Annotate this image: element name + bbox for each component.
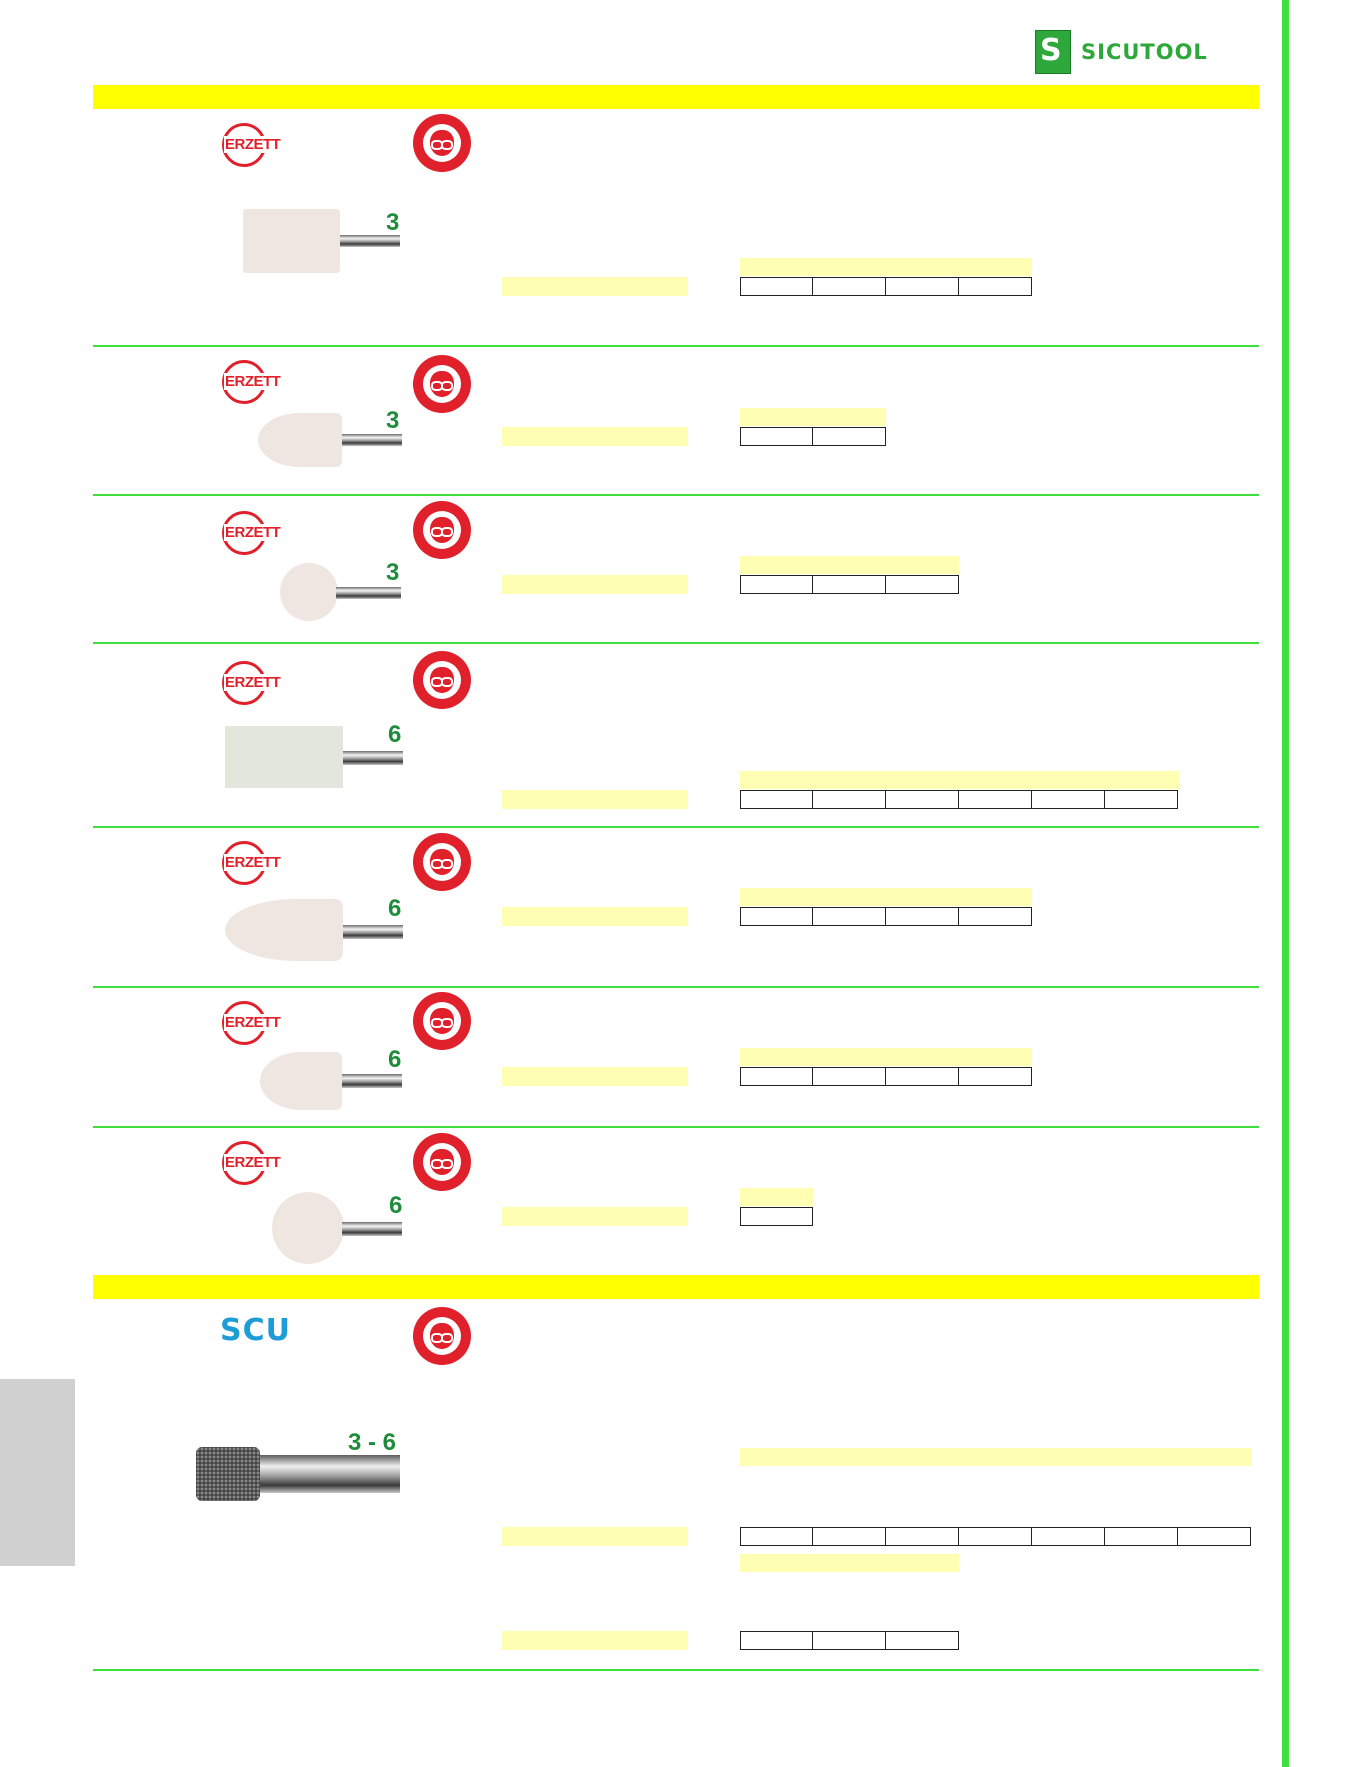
table-row [740, 1527, 1251, 1546]
label-field [502, 790, 688, 809]
row-separator [93, 494, 1259, 496]
label-field [502, 575, 688, 594]
safety-goggles-icon [413, 355, 471, 413]
erzett-logo: ERZETT [220, 1140, 300, 1188]
shank-size: 3 - 6 [348, 1429, 397, 1456]
shank-size: 6 [388, 721, 402, 748]
safety-goggles-icon [413, 833, 471, 891]
table-row [740, 1631, 959, 1650]
table-header [740, 408, 886, 426]
erzett-logo: ERZETT [220, 359, 300, 407]
shank-size: 6 [388, 895, 402, 922]
table-row [740, 907, 1032, 926]
section-header-band [93, 1275, 1259, 1299]
table-row [740, 790, 1178, 809]
erzett-logo: ERZETT [220, 840, 300, 888]
label-field [502, 1067, 688, 1086]
row-separator [93, 986, 1259, 988]
safety-goggles-icon [413, 651, 471, 709]
table-row [740, 427, 886, 446]
safety-goggles-icon [413, 114, 471, 172]
table-header [740, 1554, 959, 1572]
safety-goggles-icon [413, 1307, 471, 1365]
table-header [740, 1048, 1032, 1066]
product-image: 3 - 6 [196, 1429, 406, 1519]
row-separator [93, 1669, 1259, 1671]
safety-goggles-icon [413, 501, 471, 559]
label-field [502, 1527, 688, 1546]
scu-logo: SCU [220, 1313, 291, 1348]
erzett-logo: ERZETT [220, 510, 300, 558]
brand-name: SICUTOOL [1081, 40, 1208, 64]
shank-size: 6 [388, 1046, 402, 1073]
table-row [740, 1207, 813, 1226]
product-image: 3 [280, 559, 403, 625]
table-header [740, 771, 1179, 789]
shank-size: 6 [389, 1192, 403, 1219]
right-green-rail [1282, 0, 1289, 1767]
table-header [740, 258, 1032, 276]
shank-size: 3 [386, 209, 400, 236]
section-header-band [93, 85, 1259, 109]
label-field [502, 427, 688, 446]
product-image: 6 [225, 721, 405, 791]
shank-size: 3 [386, 407, 400, 434]
safety-goggles-icon [413, 1133, 471, 1191]
table-header [740, 1188, 813, 1206]
erzett-logo: ERZETT [220, 1000, 300, 1048]
safety-goggles-icon [413, 992, 471, 1050]
product-image: 6 [225, 895, 405, 965]
label-field [502, 277, 688, 296]
label-field [502, 907, 688, 926]
table-row [740, 1067, 1032, 1086]
table-row [740, 575, 959, 594]
table-row [740, 277, 1032, 296]
row-separator [93, 345, 1259, 347]
row-separator [93, 1126, 1259, 1128]
side-tab [0, 1379, 75, 1566]
table-header [740, 556, 959, 574]
table-header [740, 1448, 1251, 1466]
erzett-logo: ERZETT [220, 122, 300, 170]
row-separator [93, 826, 1259, 828]
product-image: 6 [260, 1046, 405, 1116]
row-separator [93, 642, 1259, 644]
label-field [502, 1631, 688, 1650]
shank-size: 3 [386, 559, 400, 586]
label-field [502, 1207, 688, 1226]
product-image: 3 [258, 407, 403, 469]
product-image: 6 [272, 1190, 405, 1266]
sicutool-logo: S SICUTOOL [1035, 30, 1225, 74]
table-header [740, 888, 1032, 906]
erzett-logo: ERZETT [220, 660, 300, 708]
product-image: 3 [243, 207, 403, 277]
sicutool-logo-icon: S [1035, 30, 1071, 74]
